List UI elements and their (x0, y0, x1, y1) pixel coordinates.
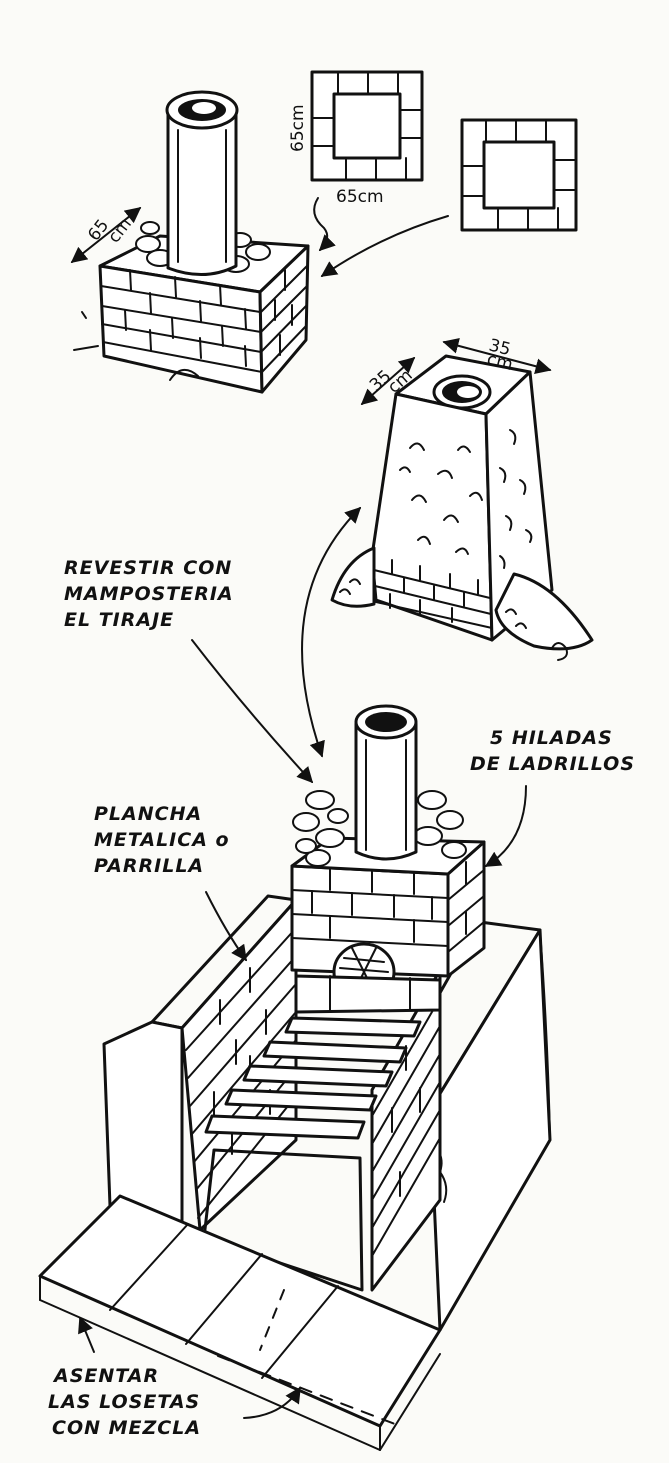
label-plancha-line2: METALICA o (94, 829, 230, 851)
label-plancha-line1: PLANCHA (94, 803, 202, 825)
plan-view-one: 65cm 65cm (288, 70, 424, 252)
label-revestir-line1: REVESTIR CON (64, 557, 232, 579)
label-revestir: REVESTIR CON MAMPOSTERIA EL TIRAJE (64, 557, 234, 631)
plan-side-dimension: 65cm (288, 104, 308, 152)
label-revestir-line2: MAMPOSTERIA (64, 583, 234, 605)
label-hiladas-line1: 5 HILADAS (490, 727, 613, 749)
label-asentar-line3: CON MEZCLA (52, 1417, 201, 1439)
plan-view-two (320, 118, 578, 277)
label-plancha: PLANCHA METALICA o PARRILLA (94, 803, 230, 877)
top-base-with-pipe: 65 cm (70, 90, 310, 394)
label-asentar-line2: LAS LOSETAS (48, 1391, 200, 1413)
label-hiladas-line2: DE LADRILLOS (470, 753, 635, 775)
label-hiladas: 5 HILADAS DE LADRILLOS (470, 727, 635, 775)
barbecue-assembly (38, 639, 552, 1451)
chimney-cladding: 35 cm 35 cm (301, 335, 594, 758)
plan-front-dimension: 65cm (336, 187, 384, 207)
label-revestir-line3: EL TIRAJE (64, 609, 174, 631)
label-asentar: ASENTAR LAS LOSETAS CON MEZCLA (48, 1365, 201, 1439)
label-asentar-line1: ASENTAR (52, 1365, 159, 1387)
base-width-unit: cm (104, 214, 136, 247)
label-plancha-line3: PARRILLA (94, 855, 204, 877)
